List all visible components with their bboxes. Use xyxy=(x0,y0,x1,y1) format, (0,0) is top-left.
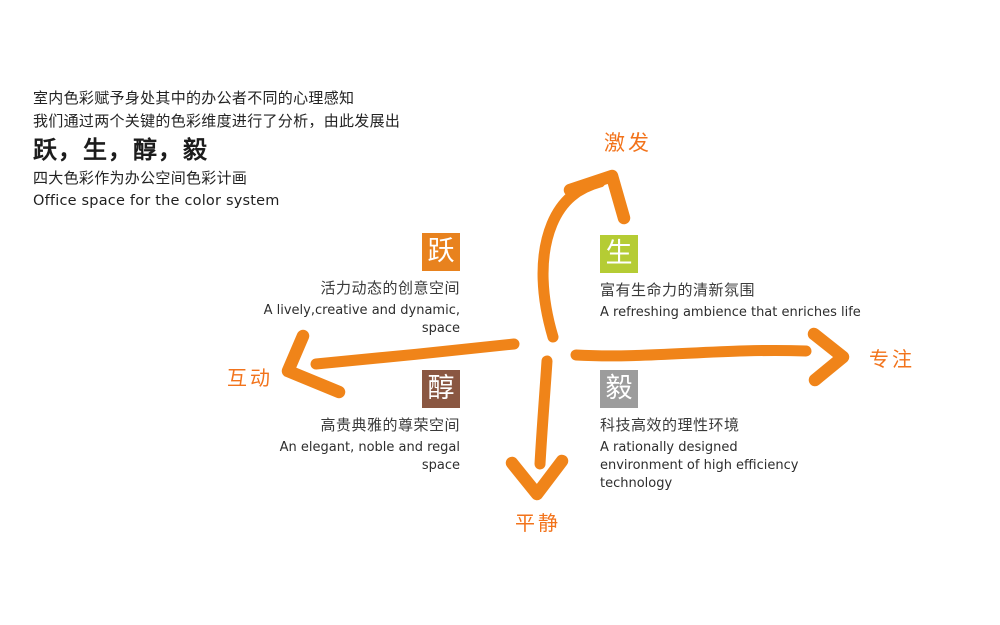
quadrant-top-right-title-en: A refreshing ambience that enriches life xyxy=(600,305,861,320)
quadrant-bottom-right: 毅 科技高效的理性环境 A rationally designed enviro… xyxy=(600,370,830,493)
quadrant-top-left-badge: 跃 xyxy=(422,233,460,271)
intro-text-block: 室内色彩赋予身处其中的办公者不同的心理感知 我们通过两个关键的色彩维度进行了分析… xyxy=(33,87,400,212)
quadrant-bottom-left-badge: 醇 xyxy=(422,370,460,408)
axis-left-shaft xyxy=(310,338,520,370)
quadrant-top-left-title-zh: 活力动态的创意空间 xyxy=(320,279,460,297)
quadrant-top-right: 生 富有生命力的清新氛围 A refreshing ambience that … xyxy=(600,235,870,322)
quadrant-top-left: 跃 活力动态的创意空间 A lively,creative and dynami… xyxy=(260,233,460,338)
intro-line-4: 四大色彩作为办公空间色彩计画 xyxy=(33,169,248,187)
quadrant-top-right-title-zh: 富有生命力的清新氛围 xyxy=(600,281,756,299)
axis-up-shaft xyxy=(537,176,606,343)
quadrant-bottom-right-title-zh: 科技高效的理性环境 xyxy=(600,416,740,434)
axis-label-bottom: 平静 xyxy=(515,511,561,535)
intro-line-1: 室内色彩赋予身处其中的办公者不同的心理感知 xyxy=(33,89,355,107)
axis-label-left: 互动 xyxy=(227,366,273,390)
intro-heading: 跃，生，醇，毅 xyxy=(33,136,208,164)
intro-line-english: Office space for the color system xyxy=(33,193,280,209)
quadrant-bottom-left: 醇 高贵典雅的尊荣空间 An elegant, noble and regal … xyxy=(260,370,460,475)
quadrant-top-left-title-en: A lively,creative and dynamic, space xyxy=(263,303,460,336)
axis-right-arrowhead-icon xyxy=(807,327,850,387)
quadrant-bottom-left-title-zh: 高贵典雅的尊荣空间 xyxy=(320,416,460,434)
axis-up-arrowhead-icon xyxy=(563,169,631,225)
axis-label-top: 激发 xyxy=(604,131,652,155)
axis-down-arrowhead-icon xyxy=(505,454,569,501)
quadrant-top-right-badge: 生 xyxy=(600,235,638,273)
axis-left-arrowhead-icon xyxy=(281,329,346,399)
quadrant-bottom-right-title-en: A rationally designed environment of hig… xyxy=(600,440,799,491)
intro-line-2: 我们通过两个关键的色彩维度进行了分析，由此发展出 xyxy=(33,112,401,130)
quadrant-bottom-left-title-en: An elegant, noble and regal space xyxy=(279,440,460,473)
quadrant-bottom-right-badge: 毅 xyxy=(600,370,638,408)
axis-label-right: 专注 xyxy=(869,347,915,371)
axis-down-shaft xyxy=(534,355,553,470)
axis-right-shaft xyxy=(570,344,812,362)
